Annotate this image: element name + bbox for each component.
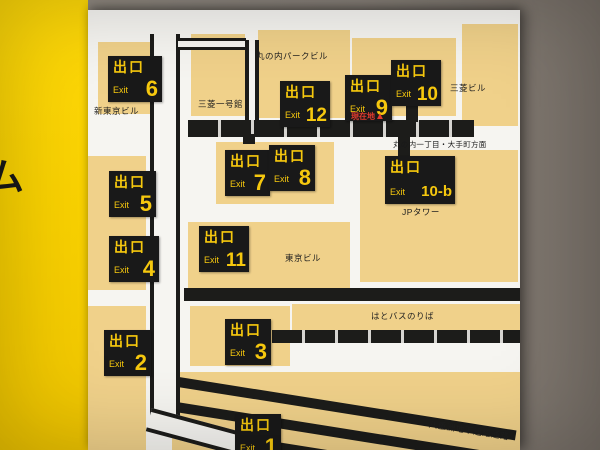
exit-5-sign: 出口 Exit 5 [109, 171, 156, 217]
exit-8-sign: 出口 Exit 8 [269, 145, 315, 191]
exit-kanji: 出口 [114, 174, 146, 190]
exit-en: Exit [204, 255, 220, 265]
exit-number: 2 [134, 350, 147, 375]
road-main-street [188, 120, 474, 137]
label-hatobus: はとバスのりば [371, 311, 435, 321]
exit-number: 10-b [421, 183, 452, 200]
exit-number: 12 [305, 105, 327, 126]
exit-en: Exit [390, 187, 406, 197]
exit-kanji: 出口 [113, 59, 145, 75]
exit-en: Exit [274, 174, 290, 184]
corridor-ichigokan-branch [245, 40, 259, 120]
exit-en: Exit [114, 200, 130, 210]
current-location-marker: 現在地▲ [351, 111, 385, 122]
exit-kanji: 出口 [390, 159, 422, 175]
yellow-wall-strip: ム [0, 0, 88, 450]
exit-2-sign: 出口 Exit 2 [104, 330, 151, 376]
exit-9-sign: 出口 Exit 9 [345, 75, 392, 121]
exit-kanji: 出口 [350, 78, 382, 94]
exit-kanji: 出口 [230, 322, 262, 338]
exit-en: Exit [113, 85, 129, 95]
building-hatobus-strip [292, 304, 520, 334]
label-shin-tokyo: 新東京ビル [94, 106, 140, 116]
road-stub-exit-10b [398, 137, 410, 157]
exit-11-sign: 出口 Exit 11 [199, 226, 249, 272]
exit-number: 1 [264, 434, 277, 450]
exit-kanji: 出口 [204, 229, 236, 245]
exit-3-sign: 出口 Exit 3 [225, 319, 271, 365]
exit-number: 5 [139, 191, 152, 216]
exit-kanji: 出口 [240, 417, 272, 433]
exit-en: Exit [350, 104, 366, 114]
label-tokyo-building: 東京ビル [285, 253, 322, 263]
building-bottom-left-block [88, 306, 146, 450]
road-hatobus-bays [272, 330, 520, 343]
exit-6-sign: 出口 Exit 6 [108, 56, 162, 102]
exit-1-sign: 出口 Exit 1 [235, 414, 281, 450]
building-mitsubishi [462, 24, 518, 126]
road-stub-exit-10 [406, 106, 418, 122]
direction-label: 丸の内一丁目・大手町方面 [393, 140, 487, 149]
partial-kana-glyph: ム [0, 157, 25, 199]
exit-kanji: 出口 [396, 63, 428, 79]
label-mitsubishi-ichigokan: 三菱一号館 [198, 99, 244, 109]
exit-number: 10 [416, 84, 438, 105]
exit-en: Exit [230, 179, 246, 189]
road-middle-street [184, 288, 520, 301]
road-stub-exits-7-8 [243, 134, 255, 144]
exit-en: Exit [109, 359, 125, 369]
corridor-top-branch [178, 38, 246, 50]
exit-kanji: 出口 [109, 333, 141, 349]
exit-kanji: 出口 [114, 239, 146, 255]
exit-number: 6 [145, 76, 158, 101]
exit-kanji: 出口 [274, 148, 306, 164]
exit-en: Exit [230, 348, 246, 358]
exit-10b-sign: 出口 Exit 10-b [385, 156, 455, 204]
exit-number: 3 [254, 339, 267, 364]
exit-en: Exit [285, 110, 301, 120]
exit-en: Exit [240, 443, 256, 450]
exit-10-sign: 出口 Exit 10 [391, 60, 441, 106]
exit-4-sign: 出口 Exit 4 [109, 236, 159, 282]
exit-12-sign: 出口 Exit 12 [280, 81, 330, 127]
exit-kanji: 出口 [230, 153, 262, 169]
exit-number: 7 [253, 170, 266, 195]
exit-en: Exit [396, 89, 412, 99]
exit-number: 9 [375, 95, 388, 120]
label-marunouchi-park: 丸の内パークビル [256, 51, 329, 61]
exit-number: 11 [225, 250, 246, 271]
label-mitsubishi: 三菱ビル [450, 83, 487, 93]
exit-number: 8 [298, 165, 311, 190]
exit-number: 4 [142, 256, 155, 281]
exit-en: Exit [114, 265, 130, 275]
exit-kanji: 出口 [285, 84, 317, 100]
label-jp-tower: JPタワー [402, 207, 440, 217]
current-location-text: 現在地 [351, 112, 375, 121]
exit-7-sign: 出口 Exit 7 [225, 150, 270, 196]
current-location-triangle-icon: ▲ [375, 111, 385, 122]
map-panel: 出口 Exit 6 出口 Exit 12 出口 Exit 9 出口 Exit 1… [88, 10, 520, 450]
